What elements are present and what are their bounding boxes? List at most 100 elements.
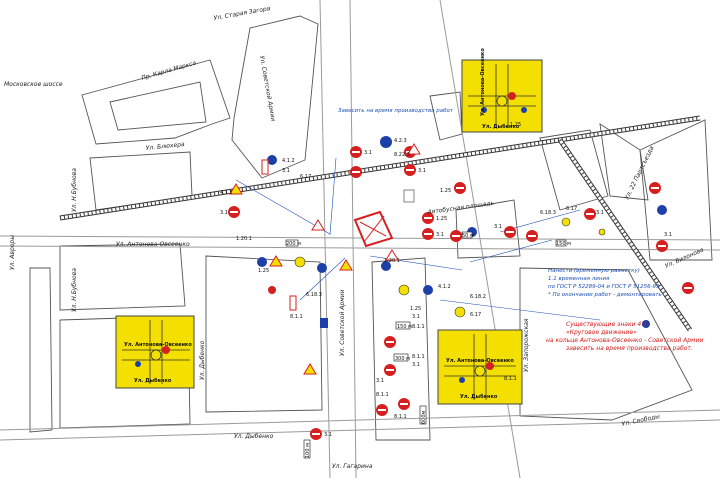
street-label-gagarina: Ул. Гагарина [332, 463, 373, 470]
code: 4.1.2 [438, 284, 451, 290]
code: 3.1 [324, 432, 332, 438]
direction-sign-icon [317, 263, 327, 273]
information-sign-icon [398, 284, 410, 296]
street-label-bubnova: Ул. Н.Бубнова [71, 168, 78, 212]
inset-left-street-b: Ул. Дыбенко [134, 377, 172, 384]
inset-upper: Ул. Дыбенко Ул. Антонова-Овсеенко [461, 48, 543, 133]
code: 1.25 [436, 216, 447, 222]
information-sign-icon [294, 256, 306, 268]
code: 6.17 [566, 206, 577, 212]
warning-sign-icon [269, 255, 283, 267]
note-zavesit: Завесить на время производства работ [338, 108, 454, 114]
information-sign-icon [454, 306, 466, 318]
code: 6.18.3 [306, 292, 322, 298]
note-red-4: завесить на время производства работ. [566, 345, 693, 352]
street-label-bubnova-2: Ул. Н.Бубнова [71, 268, 78, 312]
code: 6.17 [300, 174, 311, 180]
note-red-3: на кольце Антонова-Овсеенко - Советской … [546, 337, 703, 344]
code: 3.1 [376, 378, 384, 384]
code: 1.20.1 [236, 236, 252, 242]
railway-branch [557, 138, 693, 332]
code: 8.1.1 [412, 324, 425, 330]
code: 1.20.1 [384, 258, 400, 264]
plate-50: 50 м [462, 233, 474, 239]
inset-right: Ул. Дыбенко Ул. Антонова-Овсеенко [437, 329, 523, 405]
code: 6.17 [470, 312, 481, 318]
fuel-station-icon [320, 318, 328, 328]
plate-150b: 150 м [556, 241, 571, 247]
code: 8.1.1 [376, 392, 389, 398]
street-label-avrory: Ул. Авроры [9, 235, 16, 270]
code: 3.1 [436, 232, 444, 238]
signs [228, 136, 694, 440]
code: 1.25 [510, 122, 521, 128]
warning-sign-icon [311, 219, 325, 231]
inset-upper-street-b: Ул. Дыбенко [482, 123, 520, 130]
street-label-karla-marksa: Пр. Карла Маркса [141, 60, 198, 82]
warning-sign-icon [385, 249, 399, 261]
code: 3.1 [220, 210, 228, 216]
code: 1.25 [258, 268, 269, 274]
information-sign-icon [561, 217, 571, 227]
note-marking-4: * По окончании работ - демонтировать [548, 292, 662, 298]
code: 4.2.3 [394, 138, 407, 144]
street-label-sovetskoy-armii-south: Ул. Советской Армии [339, 289, 346, 356]
direction-sign-icon [642, 320, 650, 328]
note-avtobusnaya: Автобусная площадь [426, 200, 495, 216]
code: 6.18.2 [470, 294, 486, 300]
inset-left-street-h: Ул. Антонова-Овсеенко [124, 342, 192, 348]
code: 1.25 [410, 306, 421, 312]
street-label-staraya-zagora: Ул. Старая Загора [213, 5, 271, 22]
direction-sign-icon [380, 136, 392, 148]
inset-upper-street-h: Ул. Антонова-Овсеенко [480, 48, 486, 116]
code: 3.1 [412, 314, 420, 320]
railway-main [59, 115, 701, 221]
code: 8.22.3 [394, 152, 410, 158]
code: 1.25 [440, 188, 451, 194]
code: 3.1 [364, 150, 372, 156]
plate-150: 150 м [397, 324, 412, 330]
inset-right-street-h: Ул. Антонова-Овсеенко [446, 358, 514, 364]
code: 8.1.1 [504, 376, 517, 382]
street-label-antonova: Ул. Антонова-Овсеенко [116, 241, 190, 248]
note-marking-1: Нанести (временную разметку) [548, 268, 640, 274]
annotations: Завесить на время производства работ Авт… [338, 108, 703, 352]
street-label-zaporozhskaya: Ул. Запорожская [523, 318, 530, 372]
code: 3.1 [418, 168, 426, 174]
no-entry-sign-icon [268, 286, 276, 294]
direction-sign-icon [423, 285, 433, 295]
note-marking-2: 1.1 временная линия [548, 276, 610, 282]
plate-100: 100 м [305, 443, 311, 458]
inset-left: Ул. Дыбенко Ул. Антонова-Овсеенко [115, 315, 195, 389]
street-label-sovetskoy-armii-north: Ул. Советской Армии [258, 55, 276, 122]
lead-lines [235, 157, 601, 321]
barrier-icon [261, 159, 269, 175]
plate-600: 600м [421, 410, 427, 424]
code: 3.1 [412, 362, 420, 368]
code: 3.1 [494, 224, 502, 230]
direction-sign-icon [267, 155, 277, 165]
direction-sign-icon [257, 257, 267, 267]
sign-codes: 3.1 4.2.3 8.22.3 1.25 3.1 1.25 3.1 1.20.… [220, 122, 672, 438]
work-zone [353, 210, 394, 248]
warning-sign-icon [229, 183, 243, 195]
plate-200: 200 м [286, 241, 301, 247]
distance-plates: 150 м 300 м 600м 100 м 50 м 150 м 200 м [285, 231, 571, 459]
street-label-svobody: Ул. Свободы [621, 413, 661, 428]
warning-sign-icon [339, 259, 353, 271]
street-label-darbenko: Ул. Дыбенко [199, 340, 206, 380]
code: 8.1.1 [394, 414, 407, 420]
code: 4.1.1 [220, 190, 233, 196]
code: 3.1 [664, 232, 672, 238]
street-label-moskovskoe: Московское шоссе [4, 81, 63, 88]
code: 8.1.1 [412, 354, 425, 360]
information-sign-icon [598, 228, 606, 236]
code: 4.1.2 [282, 158, 295, 164]
warning-sign-icon [303, 363, 317, 375]
code: 8.1.1 [290, 314, 303, 320]
warning-sign-icon [407, 143, 421, 155]
note-red-2: «Круговое движение» [566, 329, 637, 336]
note-marking-3: по ГОСТ Р 52289-04 и ГОСТ Р 51256-99 [548, 284, 660, 290]
code: 3.1 [282, 168, 290, 174]
